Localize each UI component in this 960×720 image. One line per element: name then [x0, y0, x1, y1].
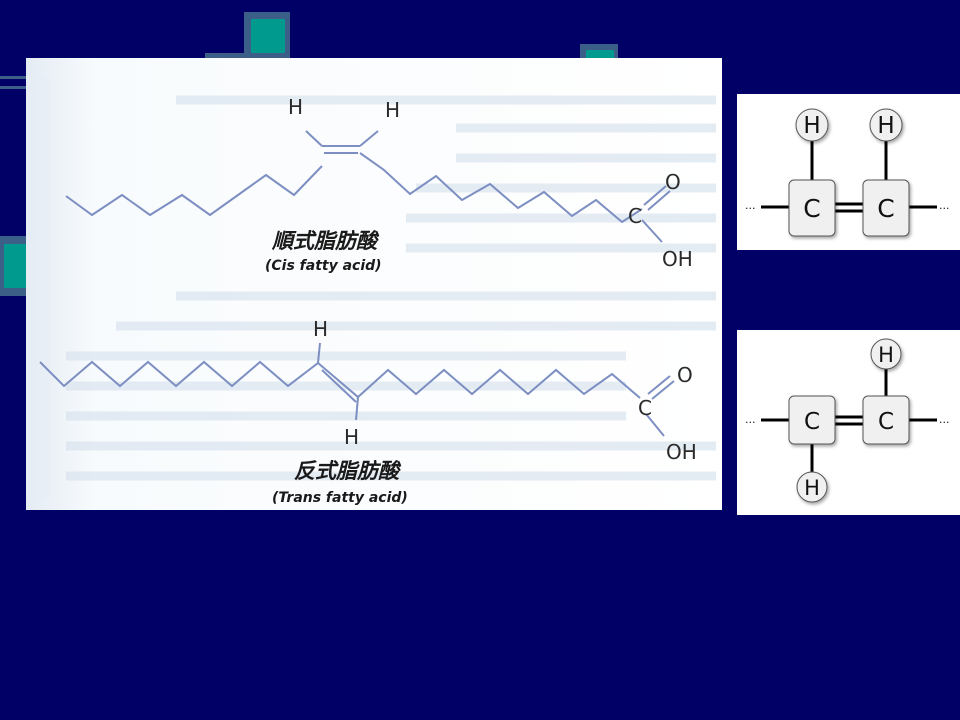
decor-line-2 [0, 86, 26, 89]
cis-caption-chinese: 順式脂肪酸 [271, 229, 380, 253]
cis-box-ellipsis-right: ... [939, 199, 950, 212]
cis-box-hydrogen-2-circle [869, 108, 903, 142]
cis-chain-right [359, 152, 643, 224]
cis-caption-english: (Cis fatty acid) [265, 258, 382, 274]
decor-square-2 [205, 53, 265, 61]
cis-box-hydrogen-1-circle [795, 108, 829, 142]
cis-box-carbon-1-box [788, 179, 836, 237]
trans-caption-english: (Trans fatty acid) [272, 490, 408, 506]
cis-box-hydrogen-2: H [877, 113, 894, 139]
cis-chain-left [65, 165, 323, 217]
trans-bond-diagram: ... ... H H C C [737, 330, 960, 515]
trans-box-carbon-2-box [862, 395, 910, 445]
trans-hydroxyl: OH [666, 440, 697, 464]
trans-box-hydrogen-bottom: H [804, 476, 820, 500]
cis-hydrogen-right: H [385, 98, 400, 122]
trans-box-hydrogen-bottom-circle [796, 471, 828, 503]
cis-carbonyl-oxygen: O [665, 170, 681, 194]
trans-hydrogen-top: H [313, 317, 328, 341]
cis-box-carbon-2: C [877, 194, 894, 223]
cis-bond-diagram: ... ... H H C C [737, 94, 960, 250]
cis-box-hydrogen-1: H [803, 113, 820, 139]
cis-hydroxyl: OH [662, 247, 693, 271]
decor-square-3-inner [586, 50, 614, 60]
trans-box-hydrogen-top: H [878, 343, 894, 367]
trans-caption-chinese: 反式脂肪酸 [294, 459, 402, 483]
trans-box-ellipsis-right: ... [939, 413, 950, 426]
cis-carboxyl-carbon: C [628, 204, 642, 228]
trans-box-ellipsis-left: ... [745, 413, 756, 426]
fatty-acid-diagram: H H O C OH 順式脂肪酸 (Cis fatty acid) H H O … [26, 58, 722, 510]
trans-box-carbon-1: C [804, 409, 820, 435]
decor-square-4-inner [4, 244, 26, 288]
trans-box-carbon-1-box [788, 395, 836, 445]
fatty-acid-structures: H H O C OH 順式脂肪酸 (Cis fatty acid) H H O … [26, 58, 722, 510]
cis-bond-svg: ... ... H H C C [745, 108, 950, 237]
trans-bond-svg: ... ... H H C C [745, 338, 950, 503]
trans-double-bond [321, 369, 357, 403]
cis-box-carbon-1: C [803, 194, 820, 223]
bleed-through-text [66, 95, 716, 481]
trans-hydrogen-bottom: H [344, 425, 359, 449]
trans-carbonyl-oxygen: O [677, 363, 693, 387]
decor-line [0, 76, 26, 79]
cis-box-ellipsis-left: ... [745, 199, 756, 212]
cis-box-carbon-2-box [862, 179, 910, 237]
trans-box-hydrogen-top-circle [870, 338, 902, 370]
decor-square-1-inner [251, 19, 285, 53]
trans-box-carbon-2: C [878, 409, 894, 435]
cis-hydrogen-left: H [288, 95, 303, 119]
trans-carboxyl-carbon: C [638, 396, 652, 420]
trans-chain [39, 360, 641, 399]
